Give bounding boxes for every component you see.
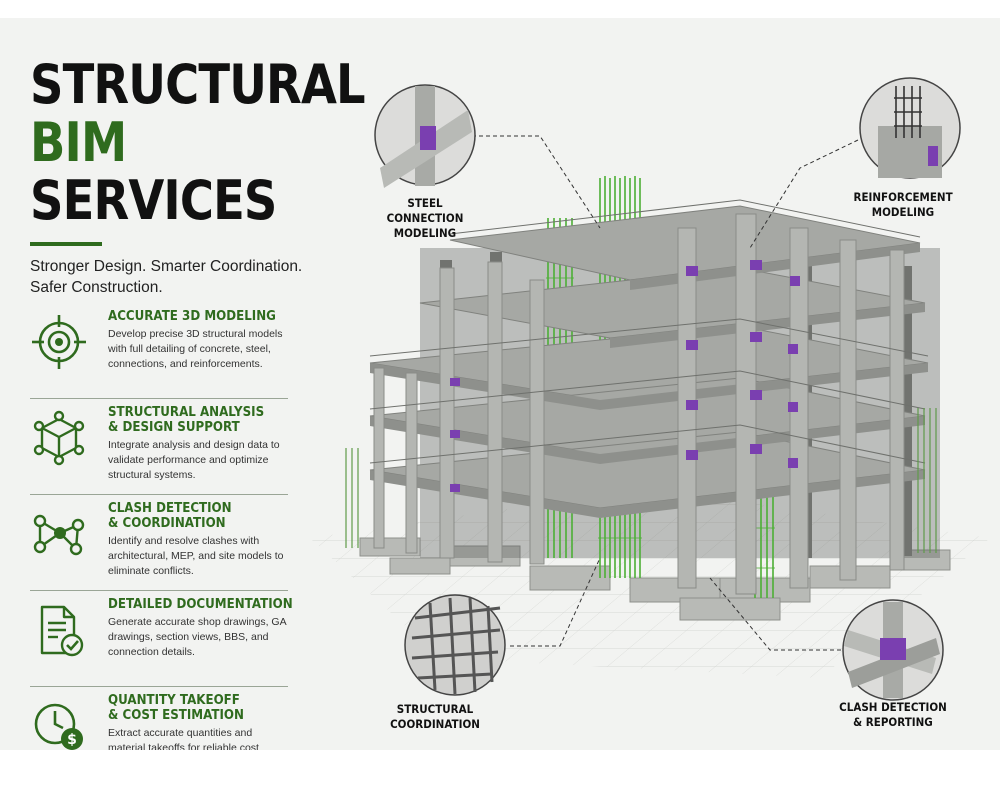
service-title: CLASH DETECTION [108, 500, 232, 516]
service-description: Generate accurate shop drawings, GA draw… [108, 616, 287, 658]
service-title-cont: & COST ESTIMATION [108, 707, 244, 723]
tagline: Stronger Design. Smarter Coordination. S… [30, 258, 303, 296]
service-description: Integrate analysis and design data to va… [108, 439, 280, 481]
title-line-services: SERVICES [30, 169, 277, 232]
page-title: STRUCTURAL BIM SERVICES [30, 53, 366, 232]
service-item: DETAILED DOCUMENTATION Generate accurate… [30, 591, 293, 687]
service-item: STRUCTURAL ANALYSIS & DESIGN SUPPORT Int… [30, 399, 288, 495]
callout-reinforcement: REINFORCEMENT MODELING [853, 190, 953, 219]
title-line-structural: STRUCTURAL [30, 53, 366, 116]
cube-network-icon [33, 410, 85, 466]
reinforcement-detail-image [859, 77, 961, 179]
service-title-cont: & DESIGN SUPPORT [108, 419, 240, 435]
clash-detection-detail-image [842, 599, 944, 701]
building-model-graphic [310, 77, 990, 701]
target-icon [32, 315, 86, 369]
service-title: QUANTITY TAKEOFF [108, 692, 240, 708]
service-description: Identify and resolve clashes with archit… [108, 535, 284, 577]
services-list: ACCURATE 3D MODELING Develop precise 3D … [30, 303, 293, 750]
building-illustration: STEEL CONNECTION MODELING REINFORCEMENT … [300, 18, 1000, 750]
service-title: DETAILED DOCUMENTATION [108, 596, 293, 612]
service-description: Extract accurate quantities and material… [108, 727, 259, 750]
service-title-cont: & COORDINATION [108, 515, 226, 531]
callout-structural-coordination: STRUCTURAL COORDINATION [390, 702, 480, 731]
document-check-icon [40, 605, 84, 657]
service-item: ACCURATE 3D MODELING Develop precise 3D … [30, 303, 288, 399]
title-line-bim: BIM [30, 111, 127, 174]
node-network-icon [33, 514, 85, 556]
service-item: CLASH DETECTION & COORDINATION Identify … [30, 495, 288, 591]
service-description: Develop precise 3D structural models wit… [108, 328, 283, 370]
clock-dollar-icon: $ [34, 703, 83, 750]
svg-text:$: $ [67, 732, 77, 748]
service-title: ACCURATE 3D MODELING [108, 308, 276, 324]
callout-clash-detection: CLASH DETECTION & REPORTING [839, 700, 947, 729]
structural-coordination-detail-image [404, 594, 506, 696]
callout-steel-connection: STEEL CONNECTION MODELING [386, 196, 464, 240]
steel-connection-detail-image [374, 84, 476, 188]
service-title: STRUCTURAL ANALYSIS [108, 404, 265, 420]
hero-block: STRUCTURAL BIM SERVICES Stronger Design.… [30, 53, 366, 298]
title-underline [30, 242, 102, 246]
service-item: $ QUANTITY TAKEOFF & COST ESTIMATION Ext… [30, 687, 288, 750]
infographic-canvas: STRUCTURAL BIM SERVICES Stronger Design.… [0, 18, 1000, 750]
